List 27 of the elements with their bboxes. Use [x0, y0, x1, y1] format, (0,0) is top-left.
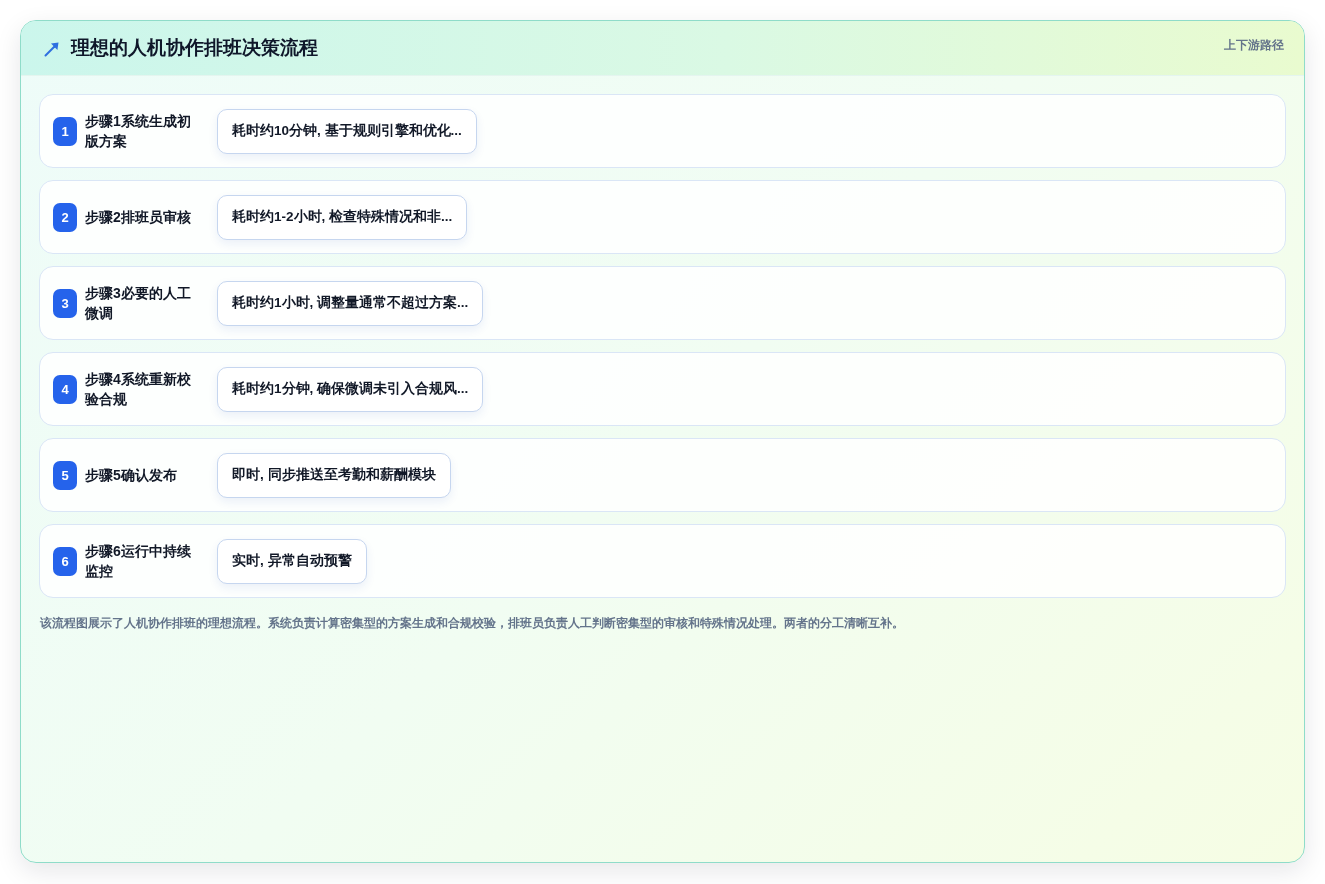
detail-tag: 实时, 异常自动预警 — [217, 538, 367, 584]
step-label: 步骤5确认发布 — [85, 466, 178, 485]
step-row — [39, 438, 1286, 512]
step-row — [39, 524, 1286, 598]
step-label: 步骤3必要的人工微调 — [85, 284, 192, 323]
step-number-badge: 2 — [53, 202, 77, 232]
step-row — [39, 352, 1286, 426]
detail-tag: 即时, 同步推送至考勤和薪酬模块 — [217, 452, 451, 498]
header-note: 上下游路径 — [1224, 37, 1284, 53]
step-number-badge: 4 — [53, 374, 77, 404]
step-label: 步骤6运行中持续监控 — [85, 542, 192, 581]
step-row — [39, 266, 1286, 340]
step-label: 步骤2排班员审核 — [85, 208, 192, 227]
step-label: 步骤4系统重新校验合规 — [85, 370, 192, 409]
diagram-title: 理想的人机协作排班决策流程 — [71, 36, 318, 60]
detail-tag: 耗时约1分钟, 确保微调未引入合规风... — [217, 366, 484, 412]
step-number-badge: 3 — [53, 288, 77, 318]
step-number-badge: 1 — [53, 116, 77, 146]
step-number-badge: 5 — [53, 460, 77, 490]
step-row — [39, 180, 1286, 254]
step-row — [39, 94, 1286, 168]
detail-tag: 耗时约1小时, 调整量通常不超过方案... — [217, 280, 484, 326]
caption-text: 该流程图展示了人机协作排班的理想流程。系统负责计算密集型的方案生成和合规校验，排班员负责人工判断密集型的审核和特殊情况处理。两者的分工清晰互补。 — [40, 615, 905, 632]
detail-tag: 耗时约1-2小时, 检查特殊情况和非... — [217, 194, 468, 240]
detail-tag: 耗时约10分钟, 基于规则引擎和优化... — [217, 108, 477, 154]
step-label: 步骤1系统生成初版方案 — [85, 112, 192, 151]
step-number-badge: 6 — [53, 546, 77, 576]
